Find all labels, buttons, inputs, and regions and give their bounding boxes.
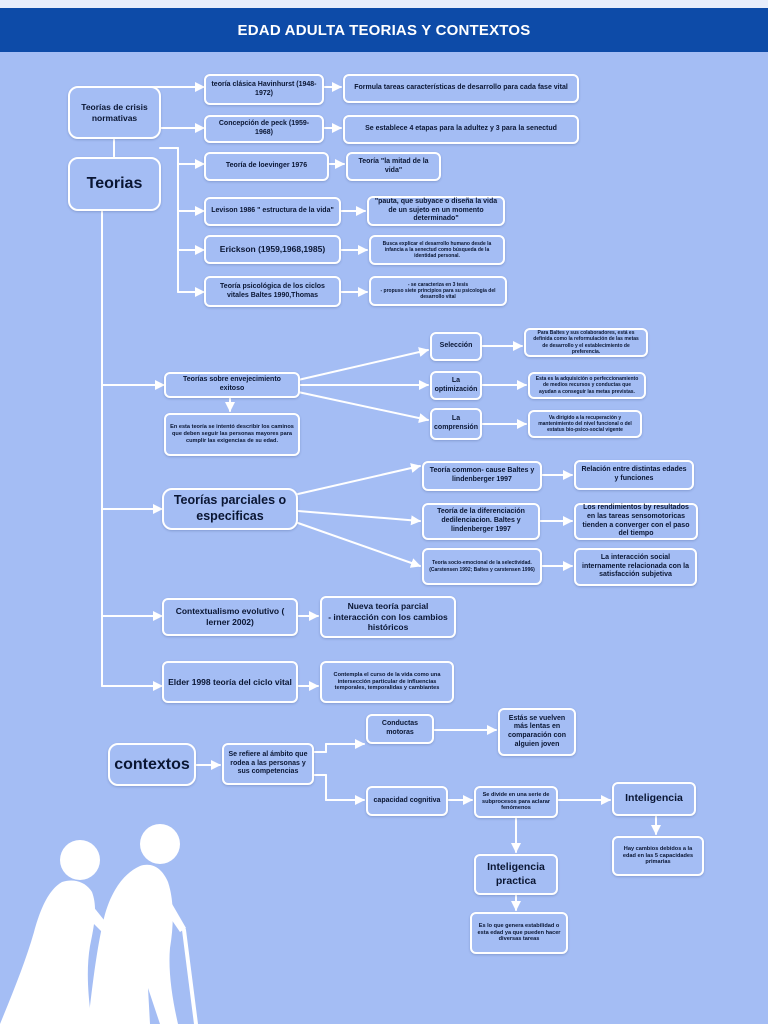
seleccion-desc-node: Para Baltes y sus colaboradores, está es… [524, 328, 648, 357]
subprocesos-node: Se divide en una serie de subprocesos pa… [474, 786, 558, 818]
dediferenciacion-desc-node: Los rendimientos by resultados en las ta… [574, 503, 698, 540]
top-strip [0, 0, 768, 8]
peck-node: Concepción de peck (1959-1968) [204, 115, 324, 143]
levison-node: Levison 1986 " estructura de la vida" [204, 197, 341, 226]
inteligencia-desc-node: Hay cambios debidos a la edad en las 5 c… [612, 836, 704, 876]
conductas-motoras-node: Conductas motoras [366, 714, 434, 744]
common-cause-node: Teoría common- cause Baltes y lindenberg… [422, 461, 542, 491]
conductas-motoras-desc-node: Estás se vuelven más lentas en comparaci… [498, 708, 576, 756]
envejecimiento-exitoso-desc-node: En esta teoría se intentó describir los … [164, 413, 300, 456]
crisis-normativas-node: Teorías de crisis normativas [68, 86, 161, 139]
comprension-desc-node: Va dirigido a la recuperación y mantenim… [528, 410, 642, 438]
seleccion-node: Selección [430, 332, 482, 361]
common-cause-desc-node: Relación entre distintas edades y funcio… [574, 460, 694, 490]
havinhurst-desc-node: Formula tareas características de desarr… [343, 74, 579, 103]
inteligencia-node: Inteligencia [612, 782, 696, 816]
envejecimiento-exitoso-node: Teorías sobre envejecimiento exitoso [164, 372, 300, 398]
ambito-node: Se refiere al ámbito que rodea a las per… [222, 743, 314, 785]
optimizacion-node: La optimización [430, 371, 482, 400]
elder-node: Elder 1998 teoría del ciclo vital [162, 661, 298, 703]
havinhurst-node: teoría clásica Havinhurst (1948-1972) [204, 74, 324, 105]
peck-desc-node: Se establece 4 etapas para la adultez y … [343, 115, 579, 144]
loevinger-desc-node: Teoría "la mitad de la vida" [346, 152, 441, 181]
baltes-desc-node: - se caracteriza en 3 tesis - propuso si… [369, 276, 507, 306]
page-title: EDAD ADULTA TEORIAS Y CONTEXTOS [0, 8, 768, 52]
socioemocional-desc-node: La interacción social internamente relac… [574, 548, 697, 586]
teorias-node: Teorias [68, 157, 161, 211]
contextos-node: contextos [108, 743, 196, 786]
comprension-node: La comprensión [430, 408, 482, 440]
contextualismo-node: Contextualismo evolutivo ( lerner 2002) [162, 598, 298, 636]
socioemocional-node: Teoría socio-emocional de la selectivida… [422, 548, 542, 585]
elder-desc-node: Contempla el curso de la vida como una i… [320, 661, 454, 703]
capacidad-cognitiva-node: capacidad cognitiva [366, 786, 448, 816]
teorias-parciales-node: Teorías parciales o especificas [162, 488, 298, 530]
loevinger-node: Teoría de loevinger 1976 [204, 152, 329, 181]
dediferenciacion-node: Teoría de la diferenciación dedilenciaci… [422, 503, 540, 540]
erickson-desc-node: Busca explicar el desarrollo humano desd… [369, 235, 505, 265]
elderly-couple-icon [0, 824, 198, 1024]
levison-desc-node: "pauta, que subyace o diseña la vida de … [367, 196, 505, 226]
optimizacion-desc-node: Esta es la adquisición o perfeccionamien… [528, 372, 646, 399]
inteligencia-practica-desc-node: Es lo que genera estabilidad o esta edad… [470, 912, 568, 954]
baltes-node: Teoría psicológica de los ciclos vitales… [204, 276, 341, 307]
erickson-node: Erickson (1959,1968,1985) [204, 235, 341, 264]
contextualismo-desc-node: Nueva teoría parcial - interacción con l… [320, 596, 456, 638]
inteligencia-practica-node: Inteligencia practica [474, 854, 558, 895]
